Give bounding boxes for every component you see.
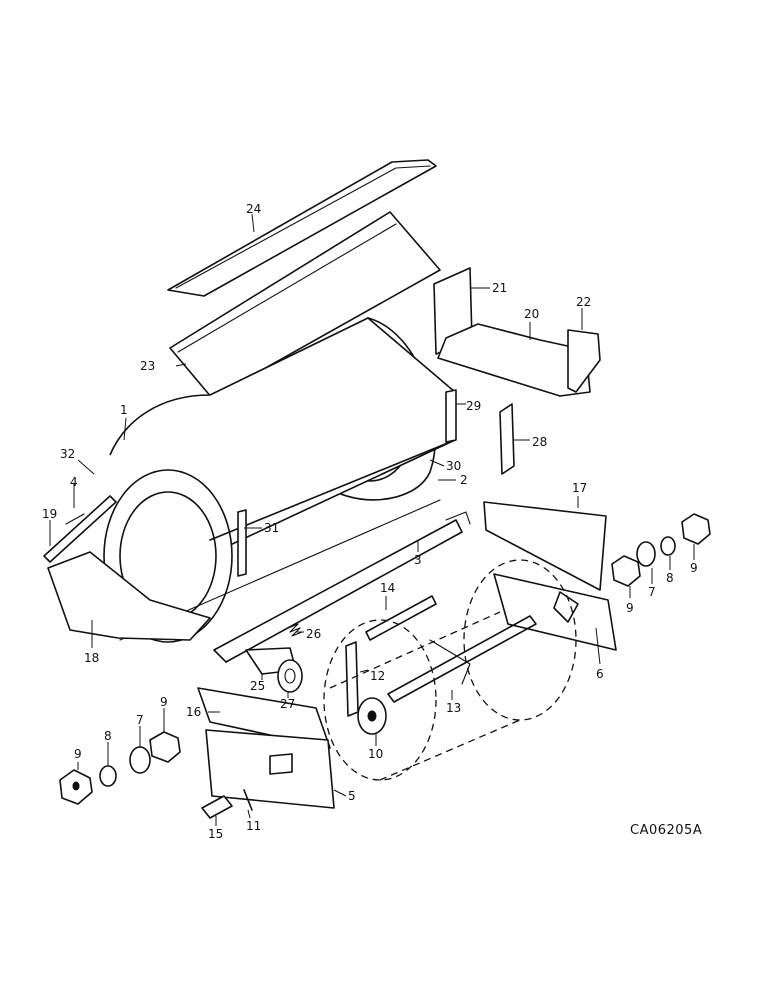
callout-13: 13 [446, 701, 461, 715]
callout-7-left: 7 [136, 713, 144, 727]
callout-28: 28 [532, 435, 547, 449]
callout-29: 29 [466, 399, 481, 413]
part-9-right-flange-upper [681, 513, 711, 545]
part-22-bracket [567, 329, 601, 393]
part-26-spring [287, 623, 303, 637]
callout-24: 24 [246, 202, 261, 216]
figure-code: CA06205A [630, 823, 702, 838]
callout-26: 26 [306, 627, 321, 641]
part-29-bracket [445, 389, 457, 443]
part-15-rod [201, 795, 233, 819]
part-10-hub [357, 697, 387, 735]
callout-27: 27 [280, 697, 295, 711]
callout-5: 5 [348, 789, 356, 803]
callout-7-right: 7 [648, 585, 656, 599]
callout-12: 12 [370, 669, 385, 683]
part-12-blade [345, 641, 359, 717]
part-27-bearing [277, 659, 303, 693]
callout-10: 10 [368, 747, 383, 761]
callout-23: 23 [140, 359, 155, 373]
callout-22: 22 [576, 295, 591, 309]
callout-17: 17 [572, 481, 587, 495]
callout-14: 14 [380, 581, 395, 595]
callout-32: 32 [60, 447, 75, 461]
callout-31: 31 [264, 521, 279, 535]
part-9-left-flange-upper [149, 731, 181, 763]
callout-30: 30 [446, 459, 461, 473]
callout-11: 11 [246, 819, 261, 833]
fan-rotor-phantom [323, 559, 577, 781]
part-8-right-collar [660, 536, 676, 556]
leader-lines [49, 213, 695, 826]
callout-15: 15 [208, 827, 223, 841]
part-14-strip [365, 595, 437, 641]
part-28-plate [499, 403, 515, 475]
callout-3: 3 [414, 553, 422, 567]
part-17-cover [483, 501, 607, 591]
part-11-bolt [243, 789, 253, 811]
part-7-right-bearing [636, 541, 656, 567]
callout-19: 19 [42, 507, 57, 521]
part-23-top-panel [169, 211, 441, 399]
part-9-right-flange-lower [611, 555, 641, 587]
callout-8-left: 8 [104, 729, 112, 743]
callout-16: 16 [186, 705, 201, 719]
part-7-left-bearing [129, 746, 151, 774]
part-24-top-strip [167, 159, 437, 297]
part-2-3-rod [213, 511, 471, 663]
part-5-end-plate [205, 729, 335, 809]
part-16-shield [197, 687, 331, 749]
callout-labels: 24 23 1 32 4 19 21 20 22 29 28 30 2 31 3… [42, 202, 698, 841]
part-9-left-flange-lower [59, 769, 93, 805]
callout-6: 6 [596, 667, 604, 681]
callout-18: 18 [84, 651, 99, 665]
callout-1: 1 [120, 403, 128, 417]
callout-21: 21 [492, 281, 507, 295]
callout-20: 20 [524, 307, 539, 321]
part-19-4-rod [43, 495, 117, 563]
callout-25: 25 [250, 679, 265, 693]
callout-9-left-lower: 9 [74, 747, 82, 761]
part-6-end-plate [493, 573, 617, 651]
callout-8-right: 8 [666, 571, 674, 585]
part-31-bracket [237, 509, 247, 577]
callout-9-left-upper: 9 [160, 695, 168, 709]
callout-4: 4 [70, 475, 78, 489]
part-18-lower-panel [47, 551, 211, 641]
part-8-left-collar [99, 765, 117, 787]
callout-9-right-lower: 9 [626, 601, 634, 615]
callout-2: 2 [460, 473, 468, 487]
part-1-drum-housing [103, 317, 456, 643]
part-13-shaft [387, 615, 537, 703]
callout-9-right-upper: 9 [690, 561, 698, 575]
